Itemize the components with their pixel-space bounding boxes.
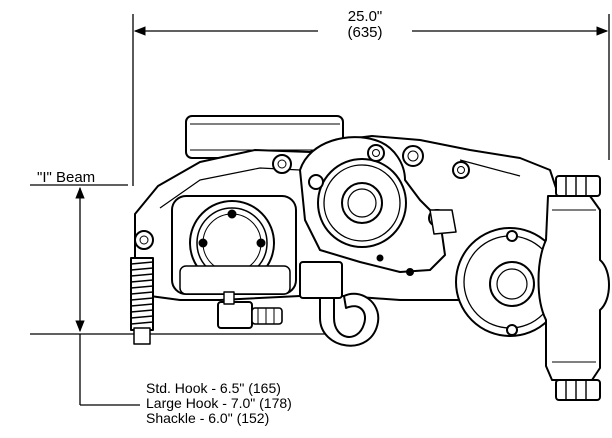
- bolt-icon: [198, 238, 208, 248]
- rivet-icon: [406, 268, 414, 276]
- hook-block: [299, 261, 343, 299]
- beam-label: "I" Beam: [37, 169, 96, 186]
- hook: [319, 292, 380, 347]
- nut-icon: [308, 174, 324, 190]
- clearance-note-shackle: Shackle - 6.0" (152): [146, 410, 270, 426]
- width-dimension: [132, 14, 610, 186]
- fitting-body: [217, 301, 253, 329]
- bolt-icon: [506, 324, 518, 336]
- rivet-icon: [376, 254, 384, 262]
- clearance-note-large-hook: Large Hook - 7.0" (178): [146, 395, 292, 411]
- overall-width-inches: 25.0": [347, 8, 383, 25]
- trolley-assembly: [130, 115, 610, 401]
- bolt-icon: [227, 209, 237, 219]
- end-gearbox: [537, 195, 610, 381]
- clearance-note-std-hook: Std. Hook - 6.5" (165): [146, 380, 281, 396]
- height-dimension: [30, 184, 330, 406]
- clearance-notes: Std. Hook - 6.5" (165) Large Hook - 7.0"…: [146, 381, 292, 426]
- overall-width-mm: (635): [347, 24, 383, 41]
- bolt-icon: [506, 230, 518, 242]
- bolt-icon: [256, 238, 266, 248]
